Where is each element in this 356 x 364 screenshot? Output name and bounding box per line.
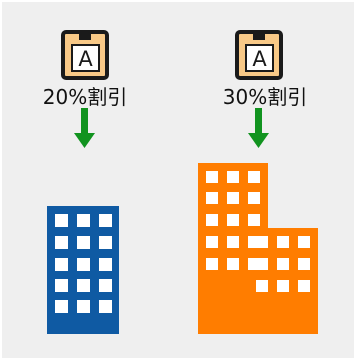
building-window bbox=[248, 171, 260, 183]
building-window bbox=[99, 279, 112, 292]
building-window bbox=[227, 171, 239, 183]
office-building-icon-right bbox=[198, 163, 318, 334]
building-window bbox=[248, 192, 260, 204]
arrow-shaft bbox=[255, 108, 262, 136]
building-window bbox=[55, 236, 68, 249]
building-window bbox=[277, 280, 289, 292]
building-window bbox=[206, 192, 218, 204]
coupon-icon-left: A bbox=[61, 30, 109, 80]
building-window bbox=[227, 236, 239, 248]
building-windows bbox=[206, 171, 310, 292]
building-window bbox=[256, 236, 268, 248]
building-window bbox=[77, 258, 90, 271]
building-window bbox=[256, 280, 268, 292]
coupon-tab bbox=[253, 32, 265, 40]
coupon-letter: A bbox=[252, 47, 267, 71]
building-window bbox=[277, 258, 289, 270]
building-window bbox=[227, 192, 239, 204]
building-window bbox=[248, 214, 260, 226]
building-window bbox=[55, 279, 68, 292]
building-window bbox=[55, 214, 68, 227]
coupon-letter-box bbox=[71, 44, 100, 72]
discount-label-right: 30%割引 bbox=[222, 85, 308, 109]
building-window bbox=[99, 236, 112, 249]
coupon-icon-right: A bbox=[235, 30, 283, 80]
arrow-head bbox=[248, 133, 269, 148]
building-window bbox=[206, 236, 218, 248]
building-window bbox=[298, 236, 310, 248]
discount-label-left: 20%割引 bbox=[42, 85, 128, 109]
office-building-icon-left bbox=[47, 206, 119, 334]
coupon-letter-box bbox=[245, 44, 274, 72]
arrow-down-icon-right bbox=[248, 108, 269, 148]
building-window bbox=[77, 236, 90, 249]
building-window bbox=[77, 279, 90, 292]
building-window bbox=[206, 258, 218, 270]
building-window bbox=[55, 258, 68, 271]
coupon-letter: A bbox=[78, 47, 93, 71]
arrow-shaft bbox=[81, 108, 88, 136]
building-window bbox=[227, 214, 239, 226]
arrow-head bbox=[74, 133, 95, 148]
building-window bbox=[227, 258, 239, 270]
building-window bbox=[99, 258, 112, 271]
building-window bbox=[77, 214, 90, 227]
coupon-tab bbox=[79, 32, 91, 40]
building-window bbox=[206, 171, 218, 183]
building-window bbox=[77, 300, 90, 313]
building-window bbox=[206, 214, 218, 226]
building-window bbox=[99, 214, 112, 227]
building-window bbox=[277, 236, 289, 248]
arrow-down-icon-left bbox=[74, 108, 95, 148]
building-windows bbox=[55, 214, 112, 313]
building-window bbox=[99, 300, 112, 313]
building-window bbox=[256, 258, 268, 270]
building-window bbox=[55, 300, 68, 313]
building-window bbox=[298, 280, 310, 292]
building-window bbox=[298, 258, 310, 270]
